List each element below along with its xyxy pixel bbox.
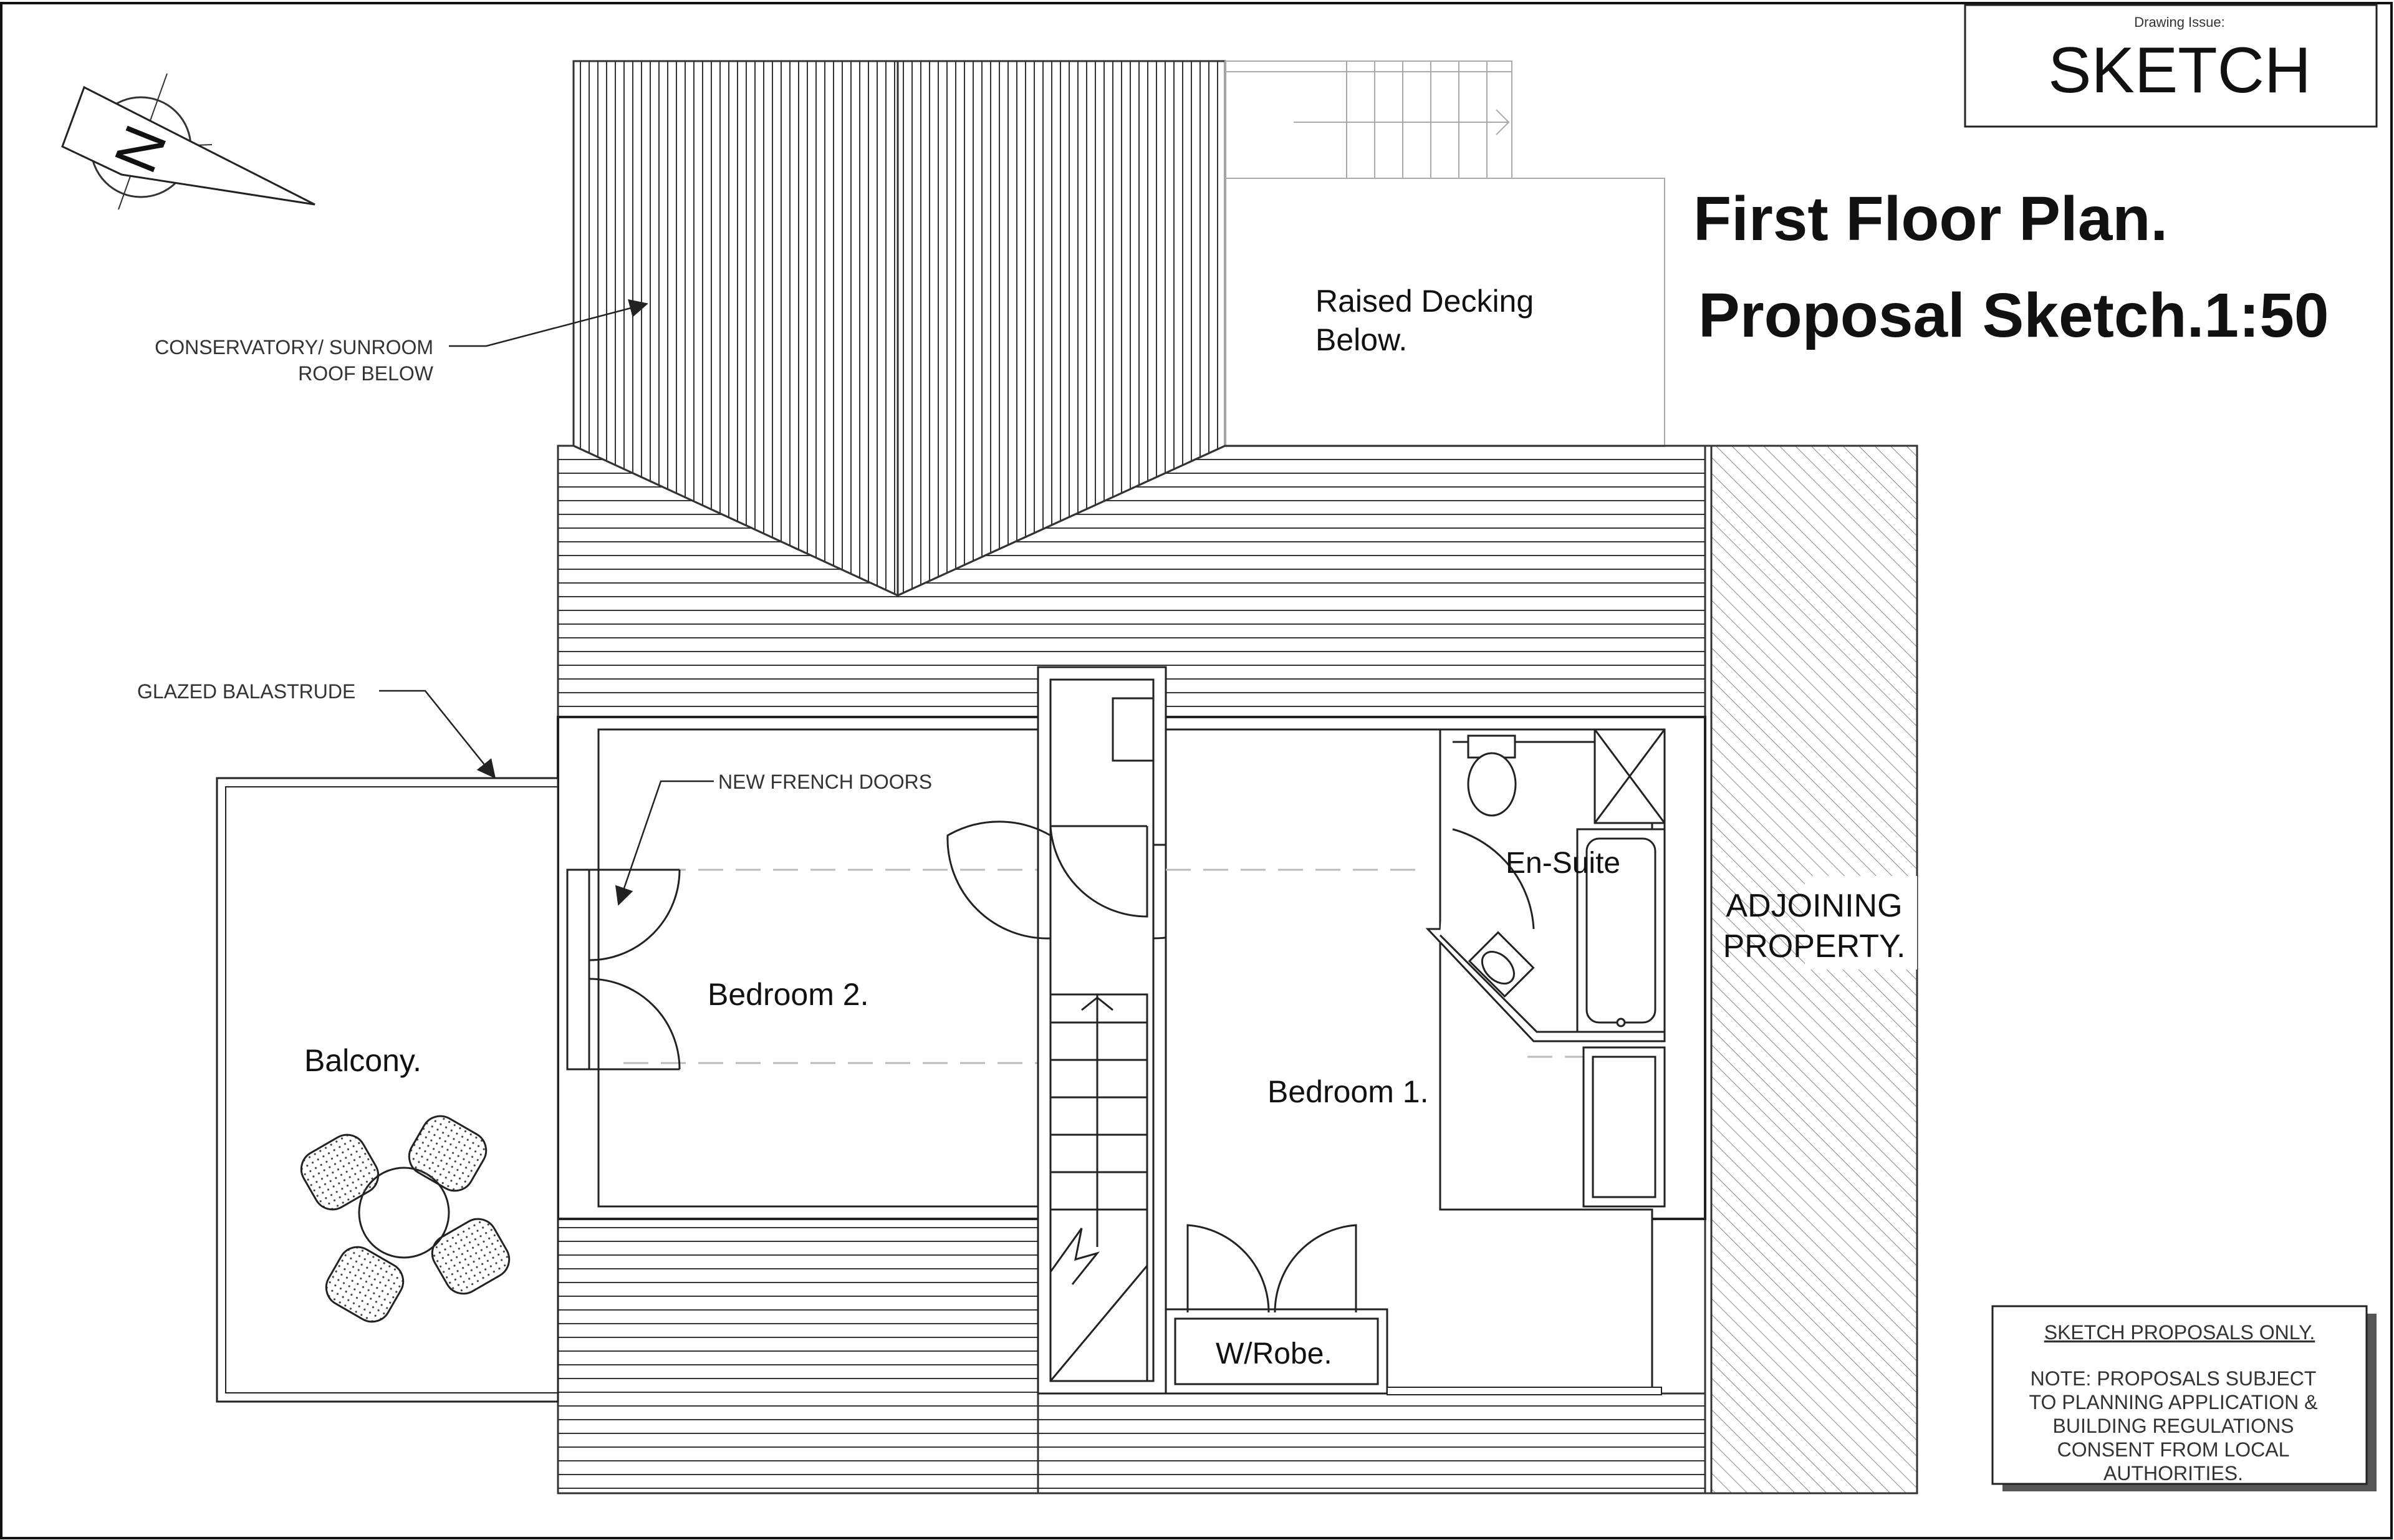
decking-label-2: Below.: [1315, 322, 1407, 357]
store-cupboard: [1582, 1046, 1666, 1208]
roof-lower: [557, 1218, 1706, 1494]
adjoining-label-2: PROPERTY.: [1723, 928, 1906, 965]
glazed-balustrade-note: GLAZED BALASTRUDE: [137, 680, 355, 703]
conservatory-note-1: CONSERVATORY/ SUNROOM: [155, 336, 433, 359]
bedroom-2-label: Bedroom 2.: [708, 977, 868, 1012]
drawing-issue-box: Drawing Issue: SKETCH: [1964, 4, 2378, 128]
table-and-chairs-icon: [300, 1115, 511, 1323]
drawing-subtitle: Proposal Sketch.1:50: [1698, 281, 2329, 350]
steps: [1224, 60, 1512, 179]
notes-heading: SKETCH PROPOSALS ONLY.: [2044, 1321, 2315, 1344]
notes-line-4: CONSENT FROM LOCAL: [2057, 1438, 2290, 1461]
adjoining-label-1: ADJOINING: [1726, 888, 1902, 924]
wardrobe: W/Robe.: [1165, 1224, 1388, 1395]
bedroom-2: Bedroom 2.: [597, 728, 1039, 1208]
decking-label-1: Raised Decking: [1315, 284, 1534, 319]
conservatory-note-2: ROOF BELOW: [298, 362, 434, 385]
balcony-label: Balcony.: [304, 1043, 421, 1078]
conservatory-roof: [572, 60, 1226, 597]
annotation-leaders: [379, 299, 714, 906]
notes-line-2: TO PLANNING APPLICATION &: [2029, 1391, 2318, 1413]
notes-line-1: NOTE: PROPOSALS SUBJECT: [2031, 1367, 2317, 1390]
en-suite-label: En-Suite: [1506, 847, 1620, 880]
drawing-title: First Floor Plan.: [1693, 184, 2168, 254]
notes-line-3: BUILDING REGULATIONS: [2052, 1415, 2294, 1437]
drawing-issue-value: SKETCH: [2048, 34, 2311, 107]
notes-box: SKETCH PROPOSALS ONLY. NOTE: PROPOSALS S…: [1991, 1305, 2377, 1491]
en-suite: En-Suite: [1425, 728, 1666, 1042]
notes-line-5: AUTHORITIES.: [2103, 1462, 2243, 1485]
north-arrow-icon: N: [61, 73, 315, 210]
drawing-issue-label: Drawing Issue:: [2134, 14, 2225, 30]
french-doors-note: NEW FRENCH DOORS: [718, 771, 932, 793]
bedroom-1-label: Bedroom 1.: [1267, 1074, 1428, 1109]
balcony: Balcony.: [216, 777, 559, 1403]
staircase: [946, 666, 1257, 1395]
wardrobe-label: W/Robe.: [1216, 1337, 1332, 1370]
